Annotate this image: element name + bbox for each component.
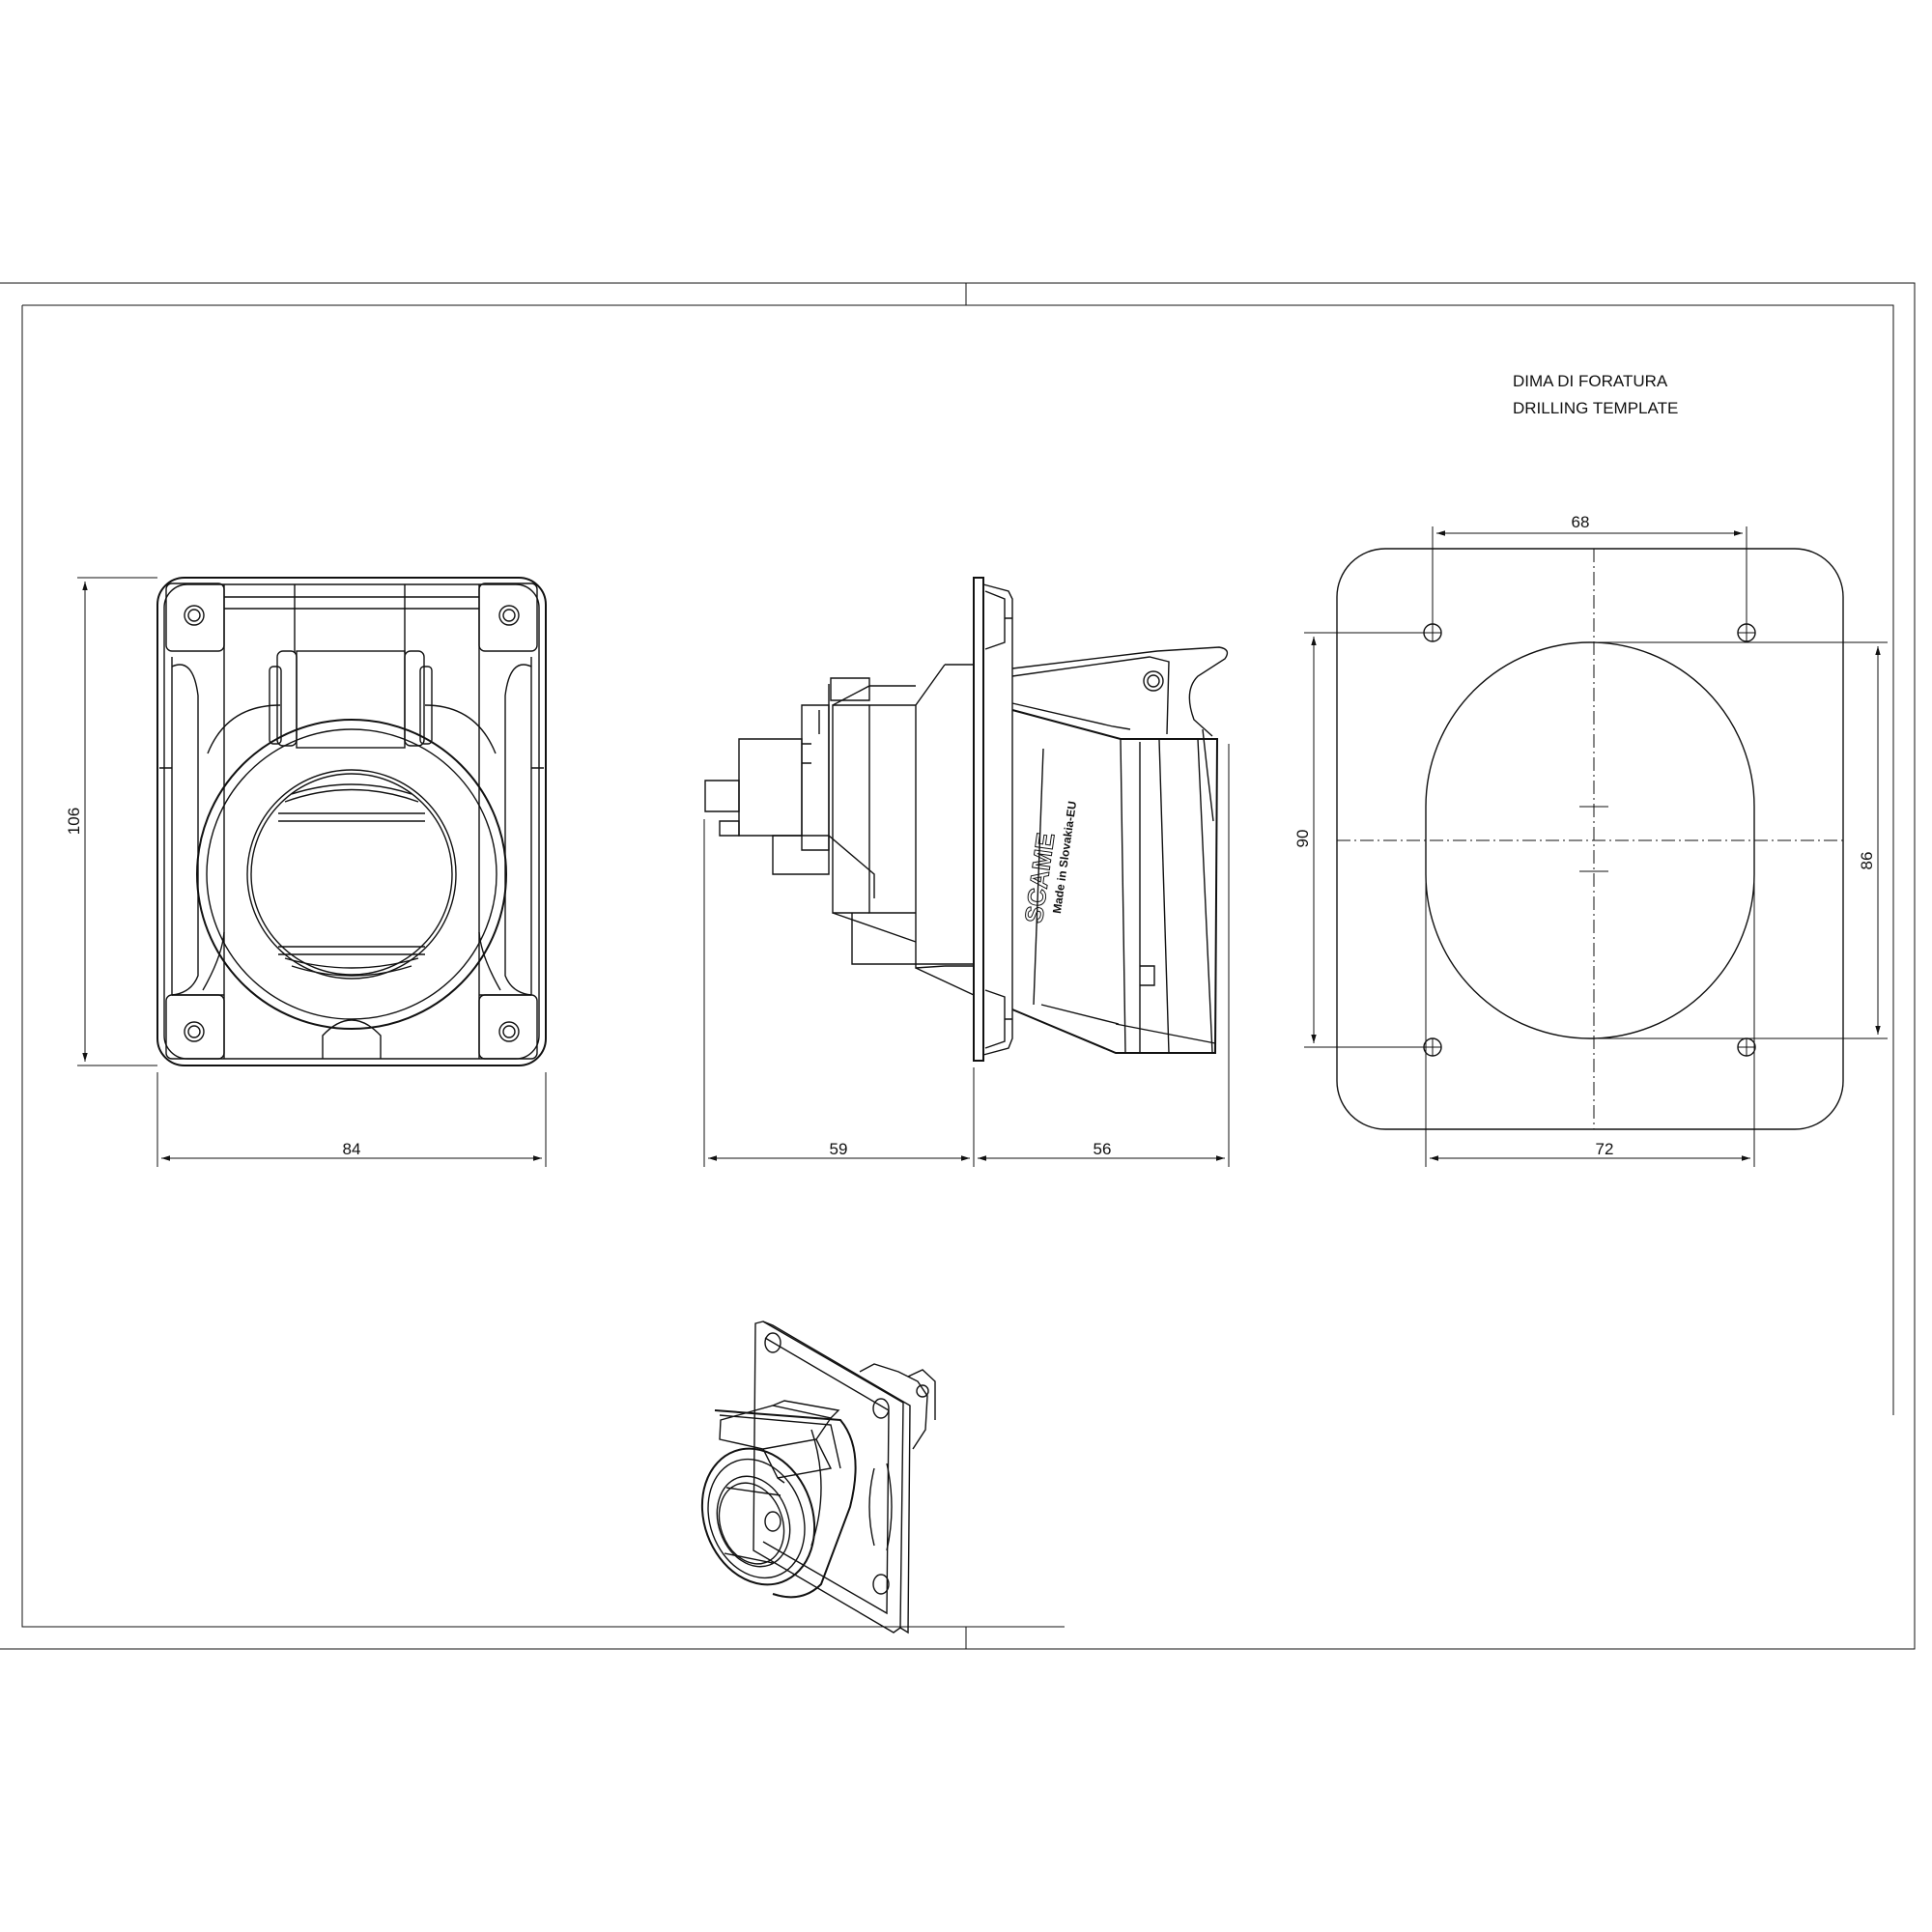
dim-side-rear-depth: 59 — [830, 1140, 848, 1158]
dim-template-cutout-height: 86 — [1858, 852, 1876, 870]
side-view: SCAME Made in Slovakia-EU — [704, 577, 1229, 1062]
template-title-it: DIMA DI FORATURA — [1513, 372, 1668, 390]
dim-template-hole-spacing-h: 68 — [1572, 513, 1590, 531]
drilling-template — [1336, 548, 1844, 1130]
front-dimensions — [77, 577, 547, 1167]
dim-side-front-depth: 56 — [1094, 1140, 1112, 1158]
template-title-en: DRILLING TEMPLATE — [1513, 399, 1679, 417]
isometric-view — [700, 1321, 936, 1634]
dim-front-width: 84 — [343, 1140, 361, 1158]
dim-template-hole-spacing-v: 90 — [1293, 830, 1312, 848]
side-dimensions — [703, 744, 1230, 1167]
template-dimensions — [1304, 526, 1888, 1167]
dim-front-height: 106 — [65, 808, 83, 835]
sheet-border — [0, 282, 1916, 1650]
dim-template-cutout-width: 72 — [1596, 1140, 1614, 1158]
front-screw-pads — [165, 582, 538, 1060]
front-view — [156, 577, 547, 1066]
